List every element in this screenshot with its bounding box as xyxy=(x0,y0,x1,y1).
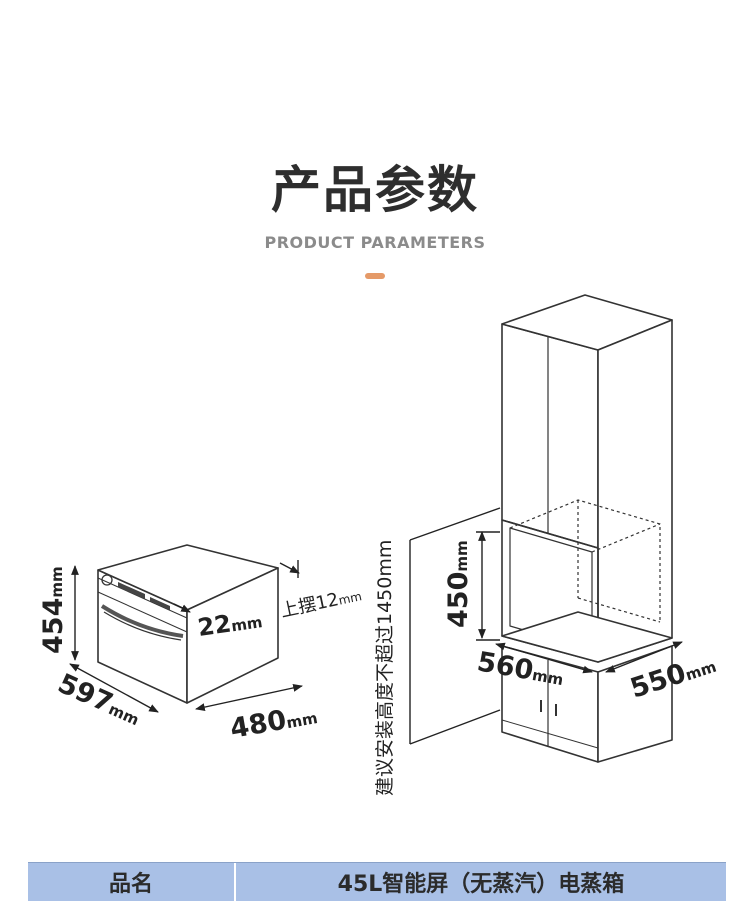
page-title: 产品参数 xyxy=(271,161,479,219)
page-subtitle: PRODUCT PARAMETERS xyxy=(264,233,486,252)
label-oven-height: 454mm xyxy=(38,566,69,654)
knob-icon xyxy=(101,574,113,586)
svg-text:454mm: 454mm xyxy=(38,566,69,654)
svg-text:480mm: 480mm xyxy=(228,699,320,745)
label-install-height-note: 建议安装高度不超过1450mm xyxy=(374,540,396,796)
label-niche-height: 450mm xyxy=(443,540,474,628)
spec-label-product-name: 品名 xyxy=(28,863,236,901)
spec-value-product-name: 45L智能屏（无蒸汽）电蒸箱 xyxy=(337,872,625,897)
svg-text:450mm: 450mm xyxy=(443,540,474,628)
label-front-offset: 22mm xyxy=(196,605,264,642)
title-accent-bar xyxy=(365,273,385,279)
cabinet-dimension-lines xyxy=(409,507,683,745)
label-niche-width: 560mm xyxy=(475,646,567,692)
oven-dimension-lines xyxy=(69,560,303,713)
label-oven-depth: 480mm xyxy=(228,699,320,745)
svg-text:上摆12mm: 上摆12mm xyxy=(279,584,364,622)
svg-text:560mm: 560mm xyxy=(475,646,567,692)
svg-text:22mm: 22mm xyxy=(196,605,264,642)
label-top-clearance: 上摆12mm xyxy=(279,584,364,622)
spec-table-row: 品名 45L智能屏（无蒸汽）电蒸箱 xyxy=(28,862,726,901)
cabinet-illustration xyxy=(501,294,673,763)
svg-text:建议安装高度不超过1450mm: 建议安装高度不超过1450mm xyxy=(374,540,396,796)
